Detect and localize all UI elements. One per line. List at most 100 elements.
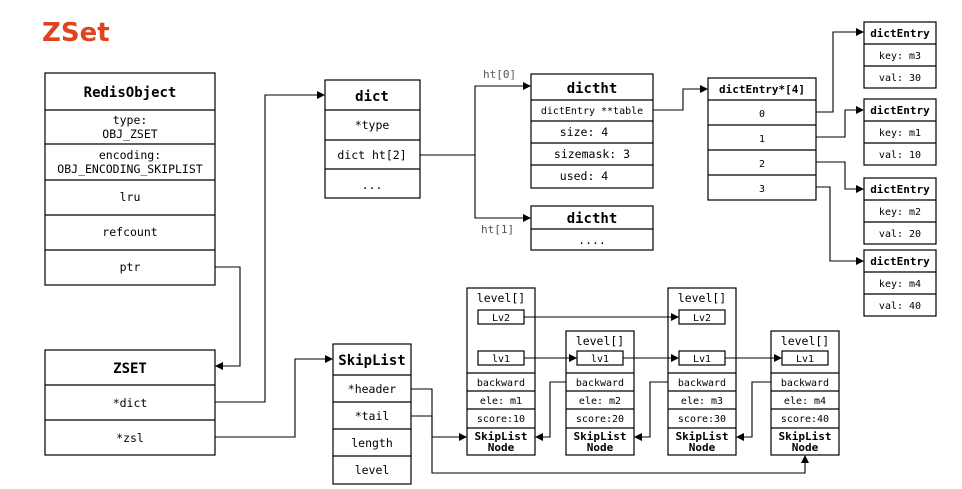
arrow-backward-m2-to-m1 — [535, 381, 566, 441]
dictht-1-box: dictht .... — [530, 205, 654, 251]
skip-node-name: SkipList — [574, 430, 627, 443]
arrow-bucket-1-to-m1 — [816, 106, 864, 138]
skip-node-backward: backward — [678, 378, 726, 389]
skip-node-name: SkipList — [676, 430, 729, 443]
dict-header: dict — [355, 89, 389, 105]
skip-node-m1: level[] Lv2 lv1 backward ele: m1 score:1… — [466, 287, 536, 456]
dict-entry-val: val: 20 — [879, 229, 921, 240]
skip-node-ele: ele: m1 — [480, 396, 522, 407]
skip-node-lv2: Lv2 — [492, 313, 510, 324]
skip-node-level-label: level[] — [781, 334, 829, 348]
bucket-slot-1: 1 — [759, 134, 765, 145]
skip-node-ele: ele: m3 — [681, 396, 723, 407]
skiplist-length: length — [351, 436, 393, 450]
dictht-0-used-field: used: 4 — [560, 169, 609, 183]
skip-node-lv2: Lv2 — [693, 313, 711, 324]
skip-node-m4: level[] Lv1 backward ele: m4 score:40 Sk… — [770, 330, 840, 456]
dict-entry-key: key: m1 — [879, 128, 921, 139]
dict-entry-header: dictEntry — [870, 255, 930, 268]
bucket-slot-0: 0 — [759, 109, 765, 120]
connectors — [215, 28, 864, 474]
arrow-zset-zsl-to-skiplist — [215, 355, 333, 438]
dict-entry-val: val: 10 — [879, 150, 921, 161]
skip-node-lv1: Lv1 — [796, 354, 814, 365]
dictht-0-table-field: dictEntry **table — [541, 106, 643, 117]
skip-node-level-label: level[] — [576, 334, 624, 348]
arrow-header-to-first-node — [411, 388, 467, 441]
arrow-zset-dict-to-dict — [215, 91, 325, 403]
dictht-0-sizemask-field: sizemask: 3 — [554, 147, 630, 161]
bucket-array-box: dictEntry*[4] 0 1 2 3 — [707, 77, 817, 201]
arrow-bucket-0-to-m3 — [816, 28, 864, 113]
skip-node-score: score:20 — [576, 414, 624, 425]
dict-entry-header: dictEntry — [870, 104, 930, 117]
skip-node-score: score:10 — [477, 414, 525, 425]
dict-entry-key: key: m3 — [879, 51, 921, 62]
redis-object-encoding-value: OBJ_ENCODING_SKIPLIST — [57, 162, 202, 176]
skip-node-lv1: lv1 — [492, 354, 510, 365]
dict-entry-header: dictEntry — [870, 27, 930, 40]
dict-entry-val: val: 40 — [879, 301, 921, 312]
dict-box: dict *type dict ht[2] ... — [324, 79, 421, 199]
redis-object-lru: lru — [120, 190, 141, 204]
skip-node-level-label: level[] — [477, 291, 525, 305]
zset-box: ZSET *dict *zsl — [44, 349, 216, 456]
skip-node-name-suffix: Node — [792, 441, 819, 454]
skiplist-box: SkipList *header *tail length level — [332, 343, 412, 485]
zset-zsl-field: *zsl — [116, 431, 144, 445]
dict-entry-m1: dictEntry key: m1 val: 10 — [863, 98, 937, 166]
skip-node-level-label: level[] — [678, 291, 726, 305]
zset-dict-field: *dict — [113, 396, 148, 410]
skiplist-level: level — [355, 463, 390, 477]
redis-object-encoding-label: encoding: — [99, 148, 161, 162]
page-title: ZSet — [42, 18, 110, 48]
arrow-dict-to-dictht-1 — [474, 155, 531, 222]
zset-header: ZSET — [113, 361, 147, 377]
arrow-bucket-3-to-m4 — [816, 186, 864, 265]
dictht-1-header: dictht — [567, 211, 618, 227]
bucket-slot-2: 2 — [759, 159, 765, 170]
redis-object-type-label: type: — [113, 113, 148, 127]
arrow-ptr-to-zset — [215, 266, 241, 370]
dict-entry-val: val: 30 — [879, 73, 921, 84]
skip-node-m2: level[] lv1 backward ele: m2 score:20 Sk… — [565, 330, 635, 456]
redis-object-type-value: OBJ_ZSET — [102, 127, 157, 141]
bucket-slot-3: 3 — [759, 184, 765, 195]
dict-ht-field: dict ht[2] — [337, 148, 406, 162]
redis-object-ptr: ptr — [120, 260, 141, 274]
skip-node-backward: backward — [477, 378, 525, 389]
ht0-label: ht[0] — [483, 68, 516, 81]
skip-node-name-suffix: Node — [689, 441, 716, 454]
dictht-1-more-field: .... — [578, 233, 606, 247]
bucket-array-header: dictEntry*[4] — [719, 83, 805, 96]
arrow-dict-to-dictht-0 — [420, 82, 531, 156]
skiplist-tail-ptr: *tail — [355, 409, 390, 423]
dict-entry-m2: dictEntry key: m2 val: 20 — [863, 177, 937, 245]
arrow-table-to-buckets — [653, 85, 708, 111]
dictht-0-size-field: size: 4 — [560, 125, 609, 139]
dict-more-field: ... — [362, 178, 383, 192]
arrow-backward-m3-to-m2 — [634, 381, 668, 441]
redis-object-box: RedisObject type: OBJ_ZSET encoding: OBJ… — [44, 72, 216, 286]
arrow-tail-to-last-node — [411, 415, 809, 474]
dictht-0-header: dictht — [567, 81, 618, 97]
ht1-label: ht[1] — [481, 223, 514, 236]
redis-object-header: RedisObject — [84, 85, 177, 101]
dict-entry-key: key: m4 — [879, 279, 921, 290]
skip-node-name: SkipList — [475, 430, 528, 443]
skip-node-score: score:40 — [781, 414, 829, 425]
skip-node-backward: backward — [781, 378, 829, 389]
dict-type-field: *type — [355, 118, 390, 132]
arrow-bucket-2-to-m2 — [816, 161, 864, 193]
dict-entry-key: key: m2 — [879, 207, 921, 218]
skip-node-name-suffix: Node — [587, 441, 614, 454]
skiplist-header-ptr: *header — [348, 382, 397, 396]
skip-node-ele: ele: m2 — [579, 396, 621, 407]
dict-entry-m3: dictEntry key: m3 val: 30 — [863, 21, 937, 89]
skip-node-lv1: Lv1 — [693, 354, 711, 365]
arrow-backward-m4-to-m3 — [736, 381, 771, 441]
skip-node-backward: backward — [576, 378, 624, 389]
skip-node-ele: ele: m4 — [784, 396, 826, 407]
skip-node-m3: level[] Lv2 Lv1 backward ele: m3 score:3… — [667, 287, 737, 456]
